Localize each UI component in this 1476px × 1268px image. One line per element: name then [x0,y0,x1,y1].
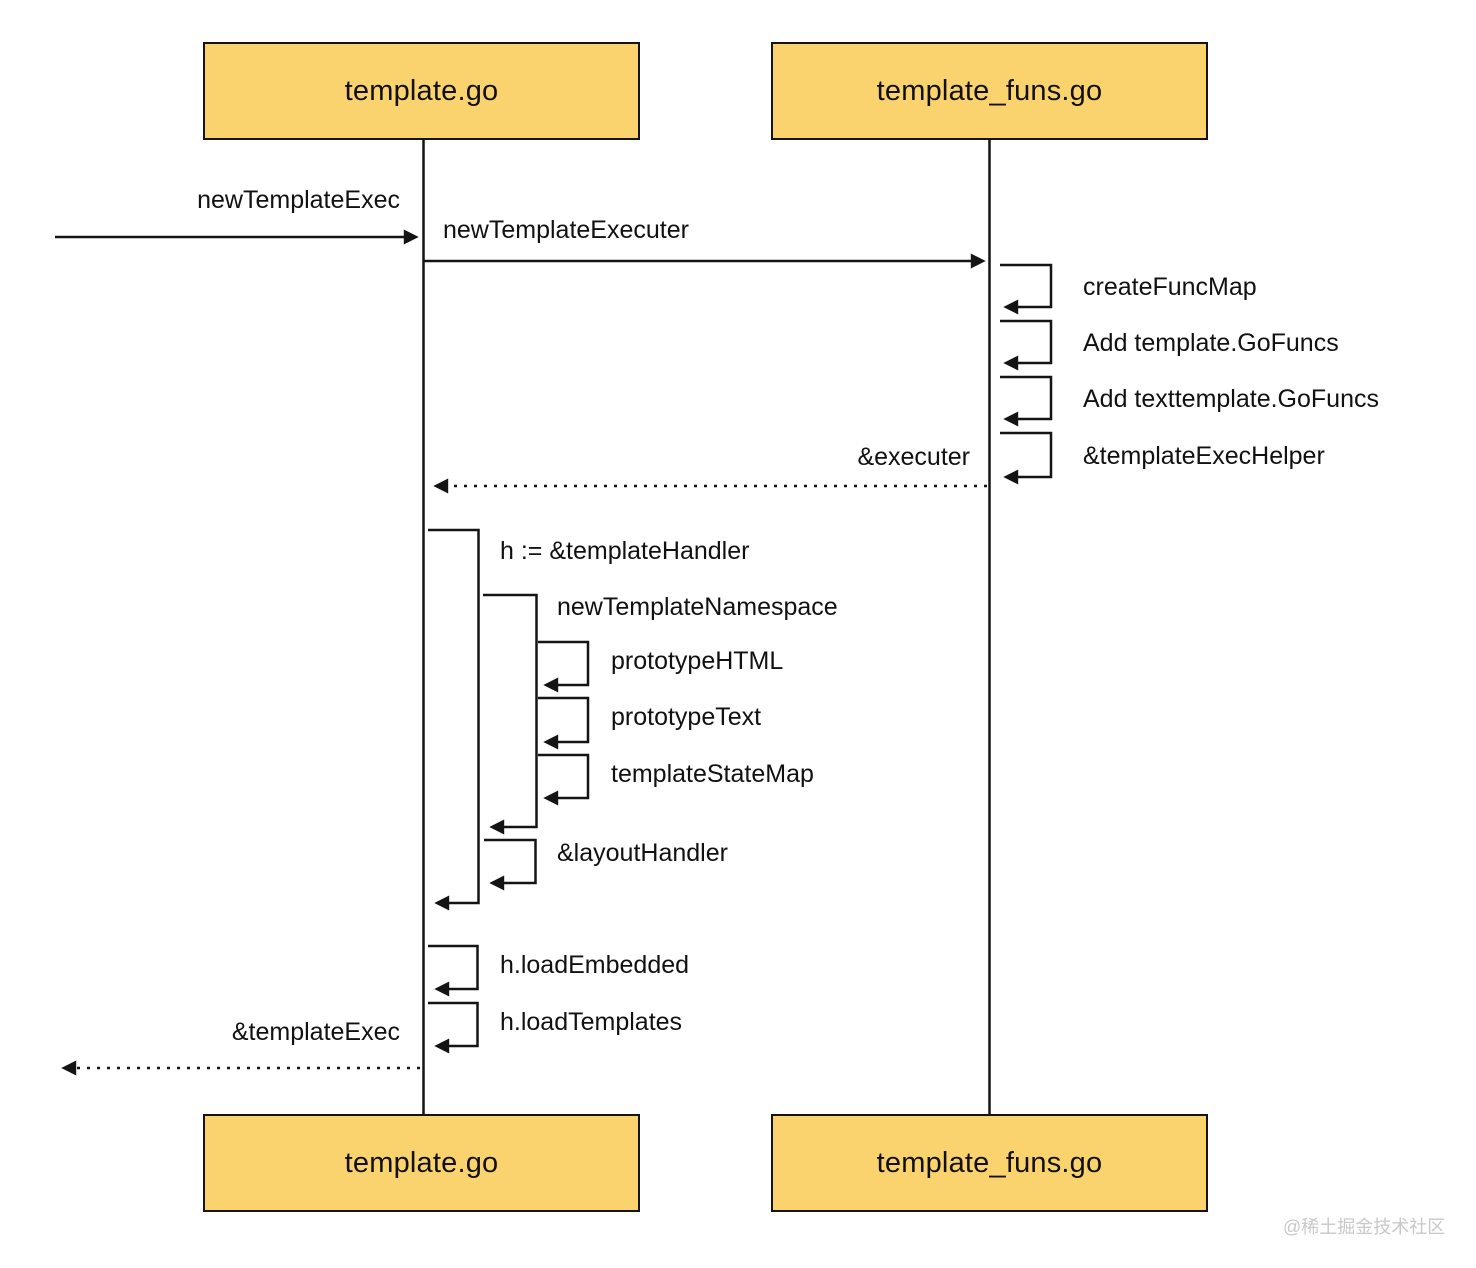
label-template-state-map: templateStateMap [611,760,814,788]
participant-template-funs-go-bottom: template_funs.go [771,1114,1208,1212]
label-create-func-map: createFuncMap [1083,273,1257,301]
participant-template-funs-go-top: template_funs.go [771,42,1208,140]
self-call-load-templates [428,1001,479,1054]
self-call-prototype-text [538,696,590,750]
label-return-template-exec: &templateExec [231,1018,400,1046]
self-call-add-texttemplate-gofuncs [1000,375,1053,427]
self-call-prototype-html [538,640,590,693]
self-call-new-template-namespace [483,593,538,835]
label-template-handler: h := &templateHandler [500,537,750,565]
watermark-juejin: @稀土掘金技术社区 [1283,1217,1446,1237]
label-template-exec-helper: &templateExecHelper [1083,442,1325,470]
label-return-executer: &executer [857,443,970,471]
self-call-template-exec-helper [1000,431,1053,485]
label-load-embedded: h.loadEmbedded [500,951,690,979]
self-call-layout-handler [484,838,537,891]
self-call-create-func-map [1000,263,1053,315]
participant-template-go-bottom: template.go [203,1114,640,1212]
self-call-template-state-map [538,753,590,806]
label-prototype-html: prototypeHTML [611,647,784,675]
label-prototype-text: prototypeText [611,703,762,731]
participant-template-go-top: template.go [203,42,640,140]
self-call-template-handler [428,528,480,911]
label-layout-handler: &layoutHandler [557,839,728,867]
self-call-load-embedded [428,944,479,997]
self-call-add-template-gofuncs [1000,319,1053,371]
label-load-templates: h.loadTemplates [500,1008,683,1036]
label-new-template-exec: newTemplateExec [197,186,400,214]
label-new-template-namespace: newTemplateNamespace [557,593,838,621]
label-add-template-gofuncs: Add template.GoFuncs [1083,329,1339,357]
label-new-template-executer: newTemplateExecuter [443,216,689,244]
label-add-texttemplate-gofuncs: Add texttemplate.GoFuncs [1083,385,1379,413]
